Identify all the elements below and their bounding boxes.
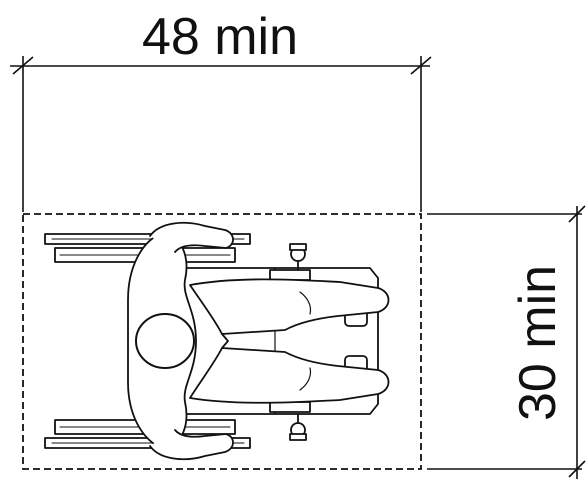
front-caster-bottom bbox=[289, 413, 307, 441]
front-caster-top bbox=[289, 243, 307, 271]
occupant-legs bbox=[189, 278, 390, 404]
footrests bbox=[344, 309, 368, 373]
width-tick-left bbox=[12, 56, 34, 75]
occupant-arm-bottom bbox=[149, 429, 234, 461]
width-dimension bbox=[10, 56, 432, 212]
width-dimension-label: 48 min bbox=[142, 8, 298, 66]
clear-floor-space-boundary bbox=[22, 213, 422, 470]
depth-dimension-label: 30 min bbox=[509, 265, 567, 421]
occupant-head bbox=[135, 313, 195, 369]
occupant-arm-top bbox=[149, 221, 234, 253]
wheelchair-figure bbox=[44, 221, 390, 461]
depth-tick-top bbox=[568, 205, 586, 223]
depth-dimension bbox=[427, 205, 586, 479]
width-tick-right bbox=[410, 56, 432, 75]
depth-tick-bottom bbox=[568, 460, 586, 478]
